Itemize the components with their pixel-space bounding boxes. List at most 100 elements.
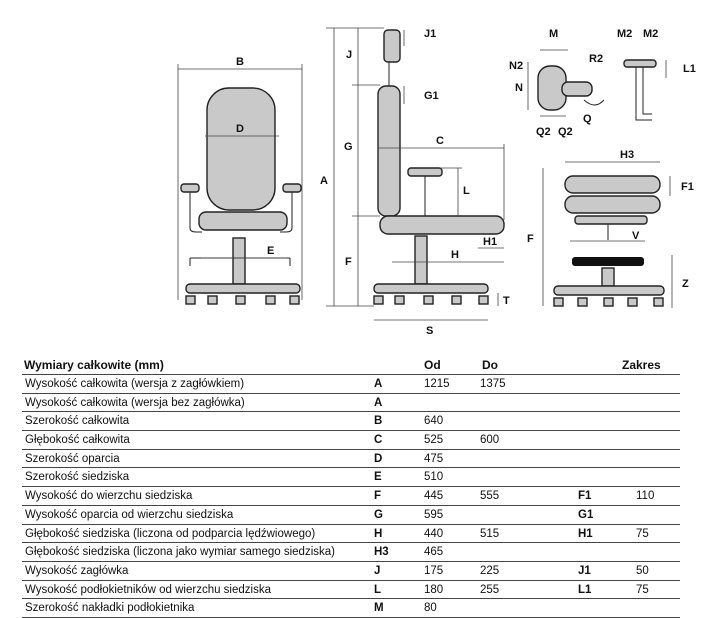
row-name: Szerokość siedziska	[25, 471, 130, 484]
row-code: L	[374, 583, 382, 596]
label-R2: R2	[589, 53, 603, 65]
side-backrest	[377, 85, 401, 217]
row-code: A	[374, 396, 383, 409]
label-J1: J1	[424, 28, 436, 40]
front-gas-column	[232, 237, 246, 285]
row-code: B	[374, 415, 383, 428]
row-to: 515	[480, 527, 500, 540]
seat-cushion-upper	[564, 175, 661, 194]
table-row: Szerokość całkowita B 640	[22, 412, 680, 432]
dimensions-table: Wymiary całkowite (mm) Od Do Zakres Wyso…	[22, 352, 680, 618]
label-B: B	[236, 56, 244, 68]
row-code: F	[374, 490, 382, 503]
front-view	[177, 64, 303, 305]
label-N: N	[515, 82, 523, 94]
label-H1: H1	[483, 236, 497, 248]
row-name: Głębokość siedziska (liczona od podparci…	[25, 527, 316, 540]
row-from: 510	[424, 471, 444, 484]
label-Q: Q	[583, 113, 592, 125]
side-view	[326, 27, 505, 321]
row-from: 440	[424, 527, 444, 540]
table-row: Głębokość siedziska (liczona od podparci…	[22, 525, 680, 544]
label-S: S	[426, 325, 433, 337]
label-M: M	[549, 28, 558, 40]
dimension-labels: B D E A J G F J1 G1 C L H H1 S T M N2 N …	[236, 28, 696, 337]
row-range-code: J1	[578, 564, 591, 577]
table-header: Wymiary całkowite (mm) Od Do Zakres	[22, 352, 680, 374]
table-row: Wysokość całkowita (wersja z zagłówkiem)…	[22, 374, 680, 394]
row-range-value: 75	[636, 583, 649, 596]
row-name: Szerokość nakładki podłokietnika	[25, 602, 195, 615]
label-Q2-first: Q2	[536, 126, 551, 138]
row-code: H	[374, 527, 383, 540]
row-name: Wysokość oparcia od wierzchu siedziska	[25, 508, 234, 521]
row-range-code: G1	[578, 508, 594, 521]
row-name: Wysokość całkowita (wersja z zagłówkiem)	[25, 378, 245, 390]
label-Z: Z	[682, 278, 689, 290]
row-range-value: 110	[636, 490, 655, 503]
label-Q2-second: Q2	[558, 126, 573, 138]
side-base	[373, 283, 489, 294]
label-F-right: F	[527, 233, 534, 245]
row-code: G	[374, 508, 383, 521]
row-code: D	[374, 452, 383, 465]
column-range: Zakres	[622, 358, 661, 372]
label-E: E	[267, 245, 274, 257]
seat-height-mechanism	[572, 257, 644, 266]
label-M2-first: M2	[617, 28, 632, 40]
front-armrest-right	[282, 183, 302, 193]
label-V: V	[632, 230, 640, 242]
label-G1: G1	[424, 90, 439, 102]
seat-detail	[542, 161, 673, 308]
side-seat	[379, 215, 505, 235]
row-code: M	[374, 602, 384, 615]
row-from: 445	[424, 490, 444, 503]
row-to: 555	[480, 490, 500, 503]
row-from: 640	[424, 415, 444, 428]
label-M2-second: M2	[643, 28, 658, 40]
front-base	[185, 283, 301, 294]
label-A: A	[320, 175, 328, 187]
row-from: 1215	[424, 378, 450, 390]
row-name: Głębokość całkowita	[25, 434, 130, 447]
label-L: L	[463, 185, 470, 197]
table-row: Wysokość oparcia od wierzchu siedziska G 5…	[22, 506, 680, 525]
front-armrest-left	[180, 183, 200, 193]
label-N2: N2	[509, 60, 523, 72]
label-D: D	[236, 123, 244, 135]
label-H: H	[451, 249, 459, 261]
row-from: 525	[424, 434, 444, 447]
row-range-value: 50	[636, 564, 649, 577]
row-to: 1375	[480, 378, 506, 390]
label-F1: F1	[681, 181, 694, 193]
chair-dimension-drawing: B D E A J G F J1 G1 C L H H1 S T M N2 N …	[177, 27, 696, 337]
row-code: A	[374, 378, 383, 390]
label-L1: L1	[683, 63, 696, 75]
table-title: Wymiary całkowite (mm)	[24, 358, 164, 372]
table-row: Głębokość siedziska (liczona jako wymiar…	[22, 543, 680, 562]
row-code: H3	[374, 546, 389, 559]
row-name: Szerokość całkowita	[25, 415, 130, 428]
side-headrest	[383, 29, 401, 63]
row-range-code: L1	[578, 583, 592, 596]
front-backrest	[206, 87, 276, 211]
armrest-detail	[527, 49, 667, 121]
row-from: 180	[424, 583, 444, 596]
row-from: 595	[424, 508, 444, 521]
column-to: Do	[482, 358, 498, 372]
label-F: F	[345, 256, 352, 268]
table-row: Głębokość całkowita C 525 600	[22, 431, 680, 450]
row-name: Wysokość podłokietników od wierzchu sied…	[25, 583, 271, 596]
side-gas-column	[414, 235, 428, 285]
row-to: 600	[480, 434, 500, 447]
row-name: Głębokość siedziska (liczona jako wymiar…	[25, 546, 335, 559]
label-G: G	[344, 141, 353, 153]
row-code: C	[374, 434, 383, 447]
label-T: T	[503, 295, 510, 307]
label-H3: H3	[620, 149, 634, 161]
